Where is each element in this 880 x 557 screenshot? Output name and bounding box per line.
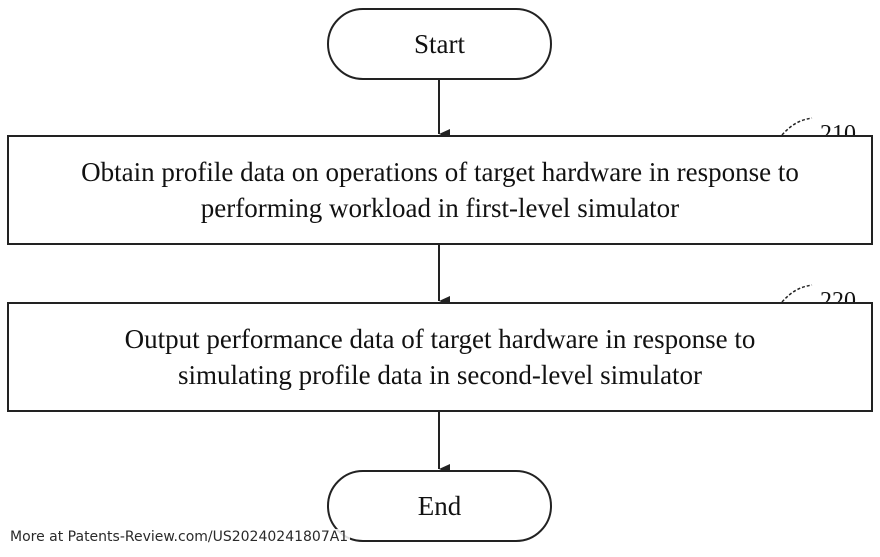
start-label: Start <box>414 28 465 59</box>
end-label: End <box>417 490 462 521</box>
end-terminal: End <box>327 470 552 542</box>
step-220-line-2: simulating profile data in second-level … <box>177 360 703 390</box>
leader-line-220 <box>781 284 813 303</box>
process-step-210: Obtain profile data on operations of tar… <box>7 135 873 245</box>
step-220-line-1: Output performance data of target hardwa… <box>124 324 756 354</box>
start-terminal: Start <box>327 8 552 80</box>
source-credit: More at Patents-Review.com/US20240241807… <box>8 529 351 545</box>
leader-line-210 <box>781 117 813 136</box>
step-210-line-1: Obtain profile data on operations of tar… <box>81 157 799 187</box>
step-210-line-2: performing workload in first-level simul… <box>200 193 680 223</box>
process-step-220: Output performance data of target hardwa… <box>7 302 873 412</box>
